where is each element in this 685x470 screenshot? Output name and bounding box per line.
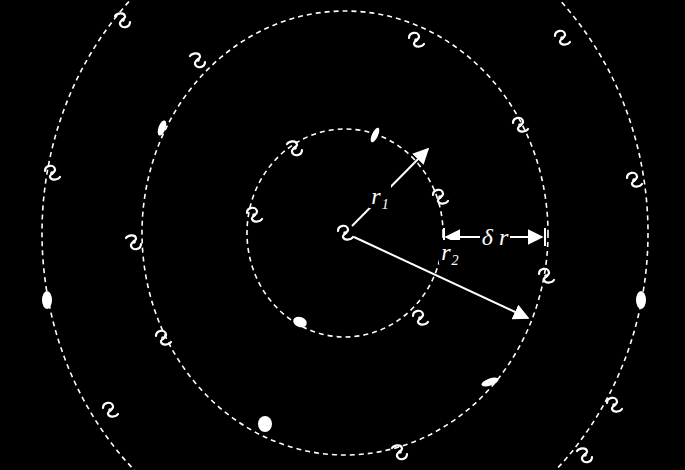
galaxy-symbol [190,53,205,67]
galaxy-symbol [126,235,141,249]
separation-tick [544,228,546,246]
inner-shell [247,129,443,337]
middle-shell [142,11,548,455]
elliptical-galaxy [258,416,272,432]
galaxy-symbol [607,398,622,412]
galaxy-symbol [156,331,171,345]
radius-label: r₂ [439,240,461,264]
galaxy-symbol [433,190,448,204]
elliptical-galaxy [636,291,646,309]
galaxy-symbol [409,33,424,47]
galaxies [45,13,642,462]
galaxy-symbol [513,118,528,132]
elliptical-galaxies [42,119,646,432]
elliptical-galaxy [42,291,52,309]
galaxy-symbol [392,445,407,459]
elliptical-galaxy [156,119,168,136]
separation-label: δ r [480,225,511,249]
galaxy-symbol [103,403,118,417]
galaxy-symbol [555,31,570,45]
galaxy-symbol [338,226,353,240]
galaxy-symbol [45,166,60,180]
galaxy-symbol [539,269,554,283]
galaxy-symbol [577,448,592,462]
elliptical-galaxy [480,376,499,389]
outer-shell [42,0,648,470]
galaxy-symbol [247,208,262,222]
galaxy-symbol [287,141,302,155]
elliptical-galaxy [292,315,309,329]
radius-arrow [354,237,528,318]
galaxy-symbol [627,173,642,187]
galaxy-symbol [413,311,428,325]
radius-arrow [352,149,428,226]
elliptical-galaxy [369,126,381,143]
radius-label: r₁ [369,184,391,208]
galaxy-symbol [115,13,130,27]
